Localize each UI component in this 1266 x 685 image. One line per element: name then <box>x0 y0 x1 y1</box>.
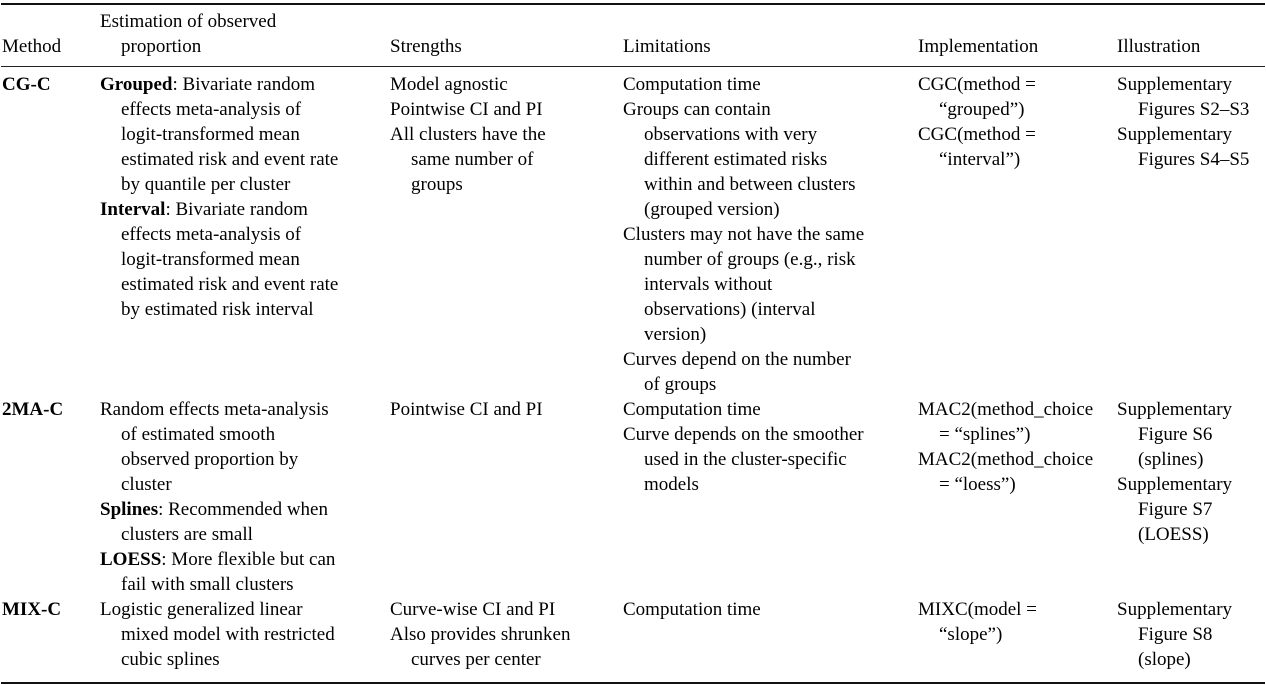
table-top-rule <box>1 3 1265 5</box>
method-name: MIX-C <box>2 599 62 620</box>
cell-paragraph: Computation time <box>623 399 761 420</box>
table-bottom-rule <box>1 682 1265 684</box>
table-row: 2MA-C Random effects meta-analysis of est… <box>0 397 1266 597</box>
cell-paragraph: Random effects meta-analysis of estimate… <box>100 399 329 495</box>
cell-illustration: Supplementary Figure S8 (slope) <box>1117 597 1265 672</box>
cell-paragraph: Logistic generalized linear mixed model … <box>100 599 335 670</box>
bold-lead-in: Grouped <box>100 74 173 95</box>
table-body: CG-C Grouped: Bivariate random effects me… <box>0 67 1266 682</box>
cell-illustration: Supplementary Figure S6 (splines)Supplem… <box>1117 397 1265 597</box>
cell-paragraph: Curve-wise CI and PI <box>390 599 556 620</box>
bold-lead-in: LOESS <box>100 549 162 570</box>
table-row: MIX-C Logistic generalized linear mixed m… <box>0 597 1266 672</box>
bold-lead-in: Splines <box>100 499 159 520</box>
cell-implementation: CGC(method = “grouped”)CGC(method = “int… <box>918 72 1117 397</box>
cell-paragraph: LOESS: More flexible but can fail with s… <box>100 549 336 595</box>
cell-paragraph: Supplementary Figure S6 (splines) <box>1117 399 1233 470</box>
cell-implementation: MIXC(model = “slope”) <box>918 597 1117 672</box>
cell-method: CG-C <box>2 72 100 397</box>
cell-paragraph: Interval: Bivariate random effects meta-… <box>100 199 339 320</box>
cell-paragraph: Computation time <box>623 599 761 620</box>
header-method: Method <box>2 36 62 57</box>
cell-paragraph: CGC(method = “grouped”) <box>918 74 1036 120</box>
cell-paragraph: Computation time <box>623 74 761 95</box>
cell-paragraph: Grouped: Bivariate random effects meta-a… <box>100 74 339 195</box>
cell-paragraph: All clusters have the same number of gro… <box>390 124 546 195</box>
cell-paragraph: Clusters may not have the same number of… <box>623 224 865 345</box>
bold-lead-in: Interval <box>100 199 166 220</box>
cell-paragraph: Curve depends on the smoother used in th… <box>623 424 864 495</box>
header-illustration: Illustration <box>1117 36 1201 57</box>
table-header-row: Method Estimation of observed proportion… <box>0 5 1266 66</box>
cell-paragraph: Supplementary Figures S4–S5 <box>1117 124 1250 170</box>
header-estimation: Estimation of observed proportion <box>100 11 277 57</box>
cell-method: MIX-C <box>2 597 100 672</box>
cell-paragraph: CGC(method = “interval”) <box>918 124 1036 170</box>
cell-estimation: Logistic generalized linear mixed model … <box>100 597 390 672</box>
cell-paragraph: Splines: Recommended when clusters are s… <box>100 499 328 545</box>
cell-limitations: Computation time <box>623 597 918 672</box>
cell-paragraph: MAC2(method_choice = “splines”) <box>918 399 1094 445</box>
table-row: CG-C Grouped: Bivariate random effects me… <box>0 72 1266 397</box>
header-strengths: Strengths <box>390 36 462 57</box>
cell-paragraph: MAC2(method_choice = “loess”) <box>918 449 1094 495</box>
cell-paragraph: Supplementary Figure S7 (LOESS) <box>1117 474 1233 545</box>
cell-implementation: MAC2(method_choice = “splines”)MAC2(meth… <box>918 397 1117 597</box>
cell-paragraph: Pointwise CI and PI <box>390 99 543 120</box>
cell-paragraph: MIXC(model = “slope”) <box>918 599 1037 645</box>
method-name: CG-C <box>2 74 51 95</box>
cell-paragraph: Pointwise CI and PI <box>390 399 543 420</box>
method-name: 2MA-C <box>2 399 64 420</box>
cell-strengths: Curve-wise CI and PI Also provides shrunk… <box>390 597 623 672</box>
header-separator-rule <box>1 66 1265 67</box>
cell-paragraph: Supplementary Figure S8 (slope) <box>1117 599 1233 670</box>
cell-method: 2MA-C <box>2 397 100 597</box>
cell-estimation: Grouped: Bivariate random effects meta-a… <box>100 72 390 397</box>
header-implementation: Implementation <box>918 36 1039 57</box>
cell-strengths: Pointwise CI and PI <box>390 397 623 597</box>
cell-paragraph: Groups can contain observations with ver… <box>623 99 856 220</box>
cell-estimation: Random effects meta-analysis of estimate… <box>100 397 390 597</box>
cell-paragraph: Also provides shrunken curves per center <box>390 624 571 670</box>
cell-paragraph: Model agnostic <box>390 74 508 95</box>
cell-paragraph: Curves depend on the number of groups <box>623 349 851 395</box>
cell-paragraph: Supplementary Figures S2–S3 <box>1117 74 1250 120</box>
header-limitations: Limitations <box>623 36 711 57</box>
